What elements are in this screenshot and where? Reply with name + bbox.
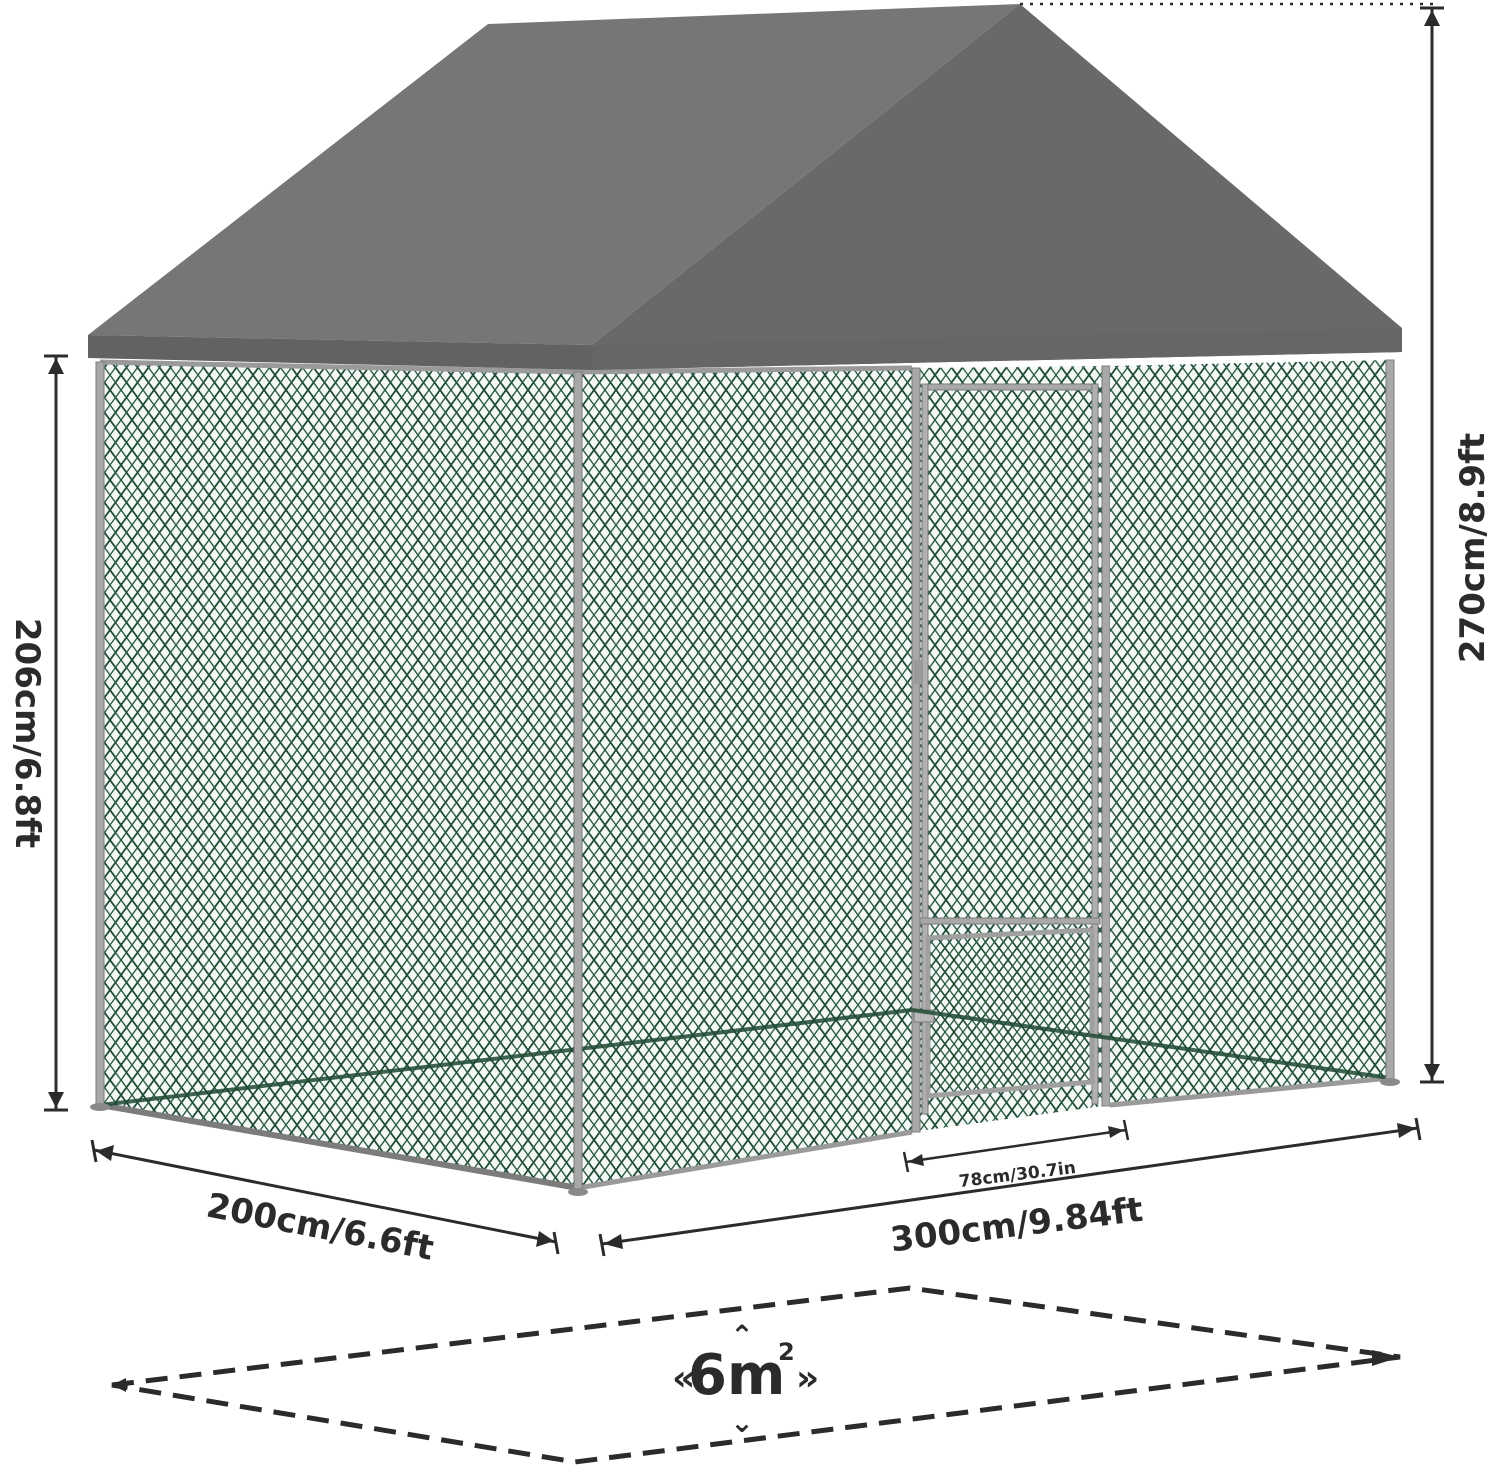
frame-posts xyxy=(90,359,1400,1196)
door xyxy=(911,365,1111,1133)
wall-height-label: 206cm/6.8ft xyxy=(7,618,47,848)
wall-height-dimension xyxy=(44,354,68,1112)
area-left-chevron: « xyxy=(672,1358,695,1399)
area-superscript: 2 xyxy=(778,1338,795,1366)
back-rails xyxy=(99,1008,1391,1107)
width-dimension xyxy=(598,1117,1422,1257)
area-value: 6m xyxy=(688,1343,785,1408)
area-label: « 6m 2 » ⌃ ⌄ xyxy=(672,1319,819,1439)
front-wall-right xyxy=(1109,360,1391,1108)
floor-area-outline xyxy=(111,1285,1401,1465)
area-up-chevron: ⌃ xyxy=(730,1319,753,1352)
door-width-label: 78cm/30.7in xyxy=(958,1158,1077,1192)
depth-dimension xyxy=(90,1139,560,1255)
width-label: 300cm/9.84ft xyxy=(888,1190,1145,1261)
total-height-dimension xyxy=(1420,6,1444,1084)
door-width-dimension xyxy=(902,1119,1130,1173)
roof xyxy=(88,4,1402,370)
left-wall xyxy=(99,359,579,1191)
area-down-chevron: ⌄ xyxy=(730,1406,753,1439)
depth-label: 200cm/6.6ft xyxy=(203,1186,437,1269)
total-height-label: 270cm/8.9ft xyxy=(1453,433,1493,663)
area-right-chevron: » xyxy=(796,1358,819,1399)
front-wall-left xyxy=(577,365,913,1191)
